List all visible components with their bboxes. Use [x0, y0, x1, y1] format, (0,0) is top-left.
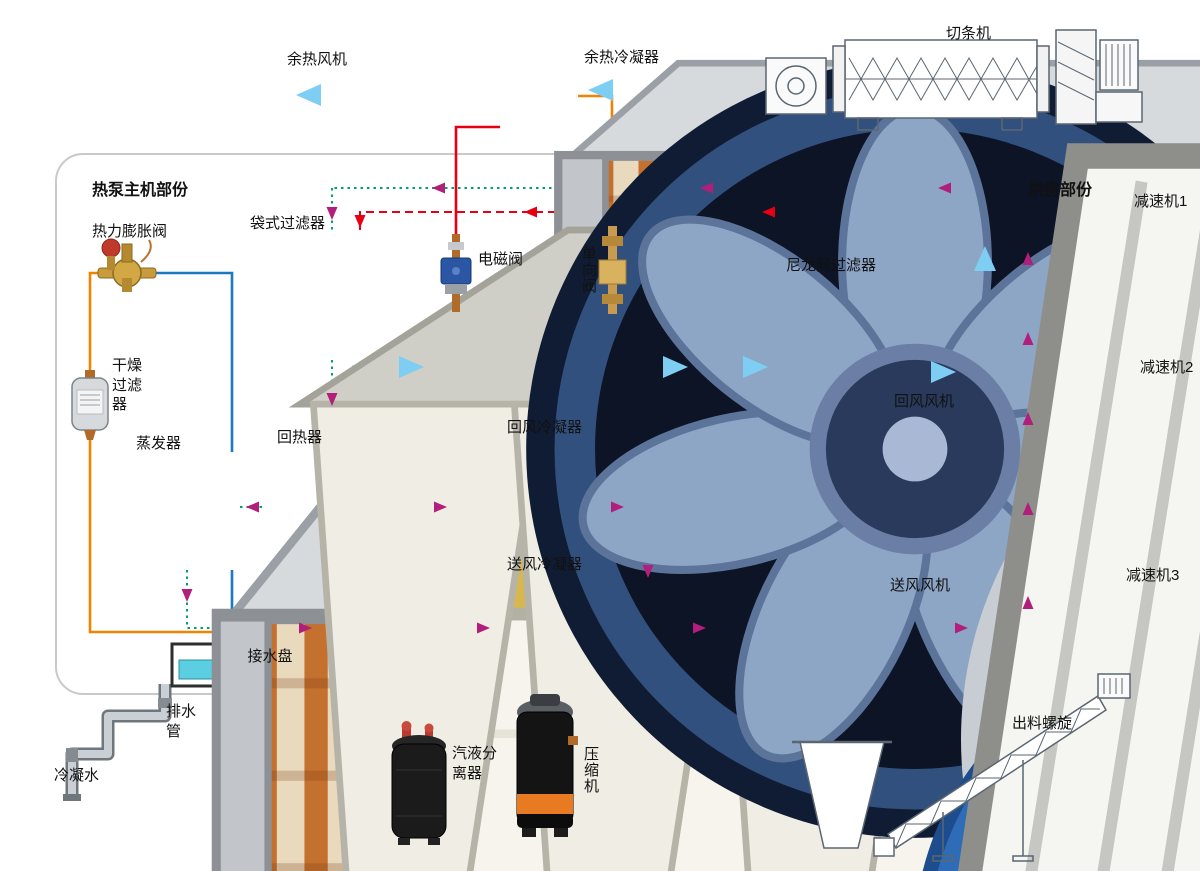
label-nylon-mesh-filter: 尼龙网过滤器 [786, 257, 877, 274]
check-valve-image [598, 226, 627, 314]
label-compressor: 压缩机 [582, 746, 599, 794]
gas-liquid-separator-image [391, 721, 447, 845]
label-water-tray: 接水盘 [247, 648, 293, 665]
label-bag-filter: 袋式过滤器 [250, 215, 326, 232]
label-gas-liquid-separator: 汽液分离器 [452, 745, 498, 782]
label-waste-heat-fan: 余热风机 [287, 51, 348, 68]
heat-pump-section-title: 热泵主机部份 [92, 182, 189, 199]
label-drying-filter: 干燥过滤器 [112, 357, 143, 413]
label-reducer-1: 减速机1 [1134, 193, 1188, 210]
label-reducer-2: 减速机2 [1140, 359, 1194, 376]
label-waste-heat-condenser: 余热冷凝器 [584, 49, 660, 66]
drying-room-section-title: 烘房部份 [1028, 182, 1093, 199]
discharge-screw-image [792, 673, 1131, 862]
label-drain-pipe: 排水管 [166, 703, 197, 740]
label-supply-air-fan: 送风风机 [890, 577, 951, 594]
label-reducer-3: 减速机3 [1126, 567, 1180, 584]
compressor-image [516, 694, 578, 837]
label-strip-cutter: 切条机 [946, 25, 992, 42]
label-return-air-fan: 回风风机 [894, 393, 955, 410]
label-evaporator: 蒸发器 [136, 435, 182, 452]
solenoid-valve-image [440, 234, 472, 312]
drying-filter-image [71, 370, 109, 440]
label-thermal-expansion-valve: 热力膨胀阀 [92, 223, 168, 240]
label-check-valve: 单向阀 [580, 246, 597, 294]
strip-cutter-image [765, 29, 1143, 131]
drain-pipe-image [63, 684, 172, 801]
label-supply-air-condenser: 送风冷凝器 [507, 556, 583, 573]
label-recuperator: 回热器 [277, 429, 323, 446]
label-solenoid-valve: 电磁阀 [478, 251, 524, 268]
label-return-air-condenser: 回风冷凝器 [507, 419, 583, 436]
thermal-expansion-valve-image [97, 238, 157, 292]
label-discharge-screw: 出料螺旋 [1012, 715, 1073, 732]
label-condensate-water: 冷凝水 [54, 767, 100, 784]
